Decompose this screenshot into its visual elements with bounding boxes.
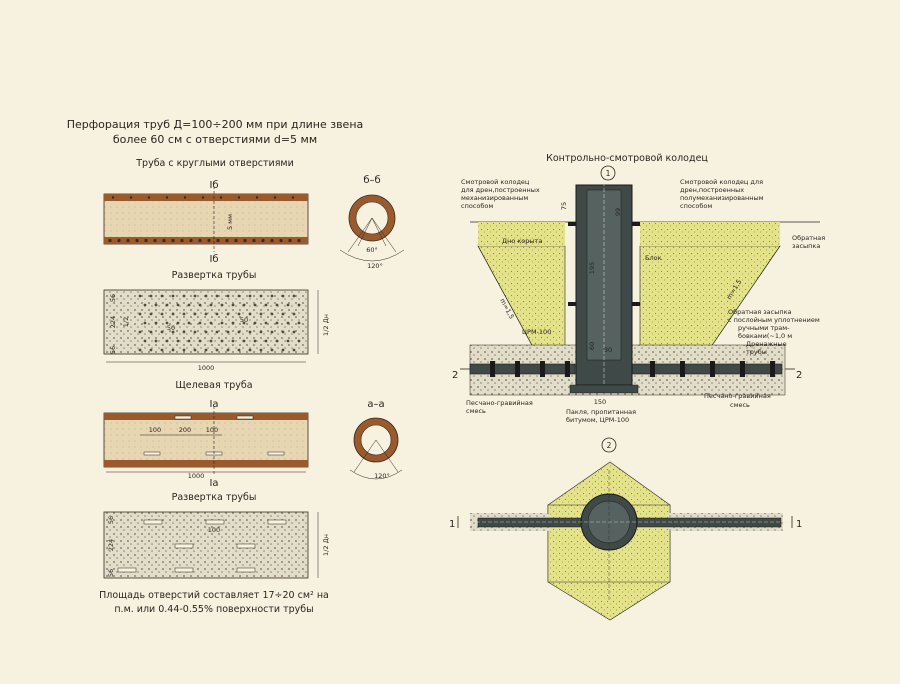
sand-gravel-right-1: Песчано-гравийная: [704, 392, 771, 400]
dim-half-dn: 1/2 Дн: [322, 314, 330, 336]
sand-gravel-left-1: Песчано-гравийная: [466, 399, 533, 407]
cut-1-left: 1: [449, 519, 455, 530]
dim-1000: 1000: [198, 364, 215, 372]
right-note-2: дрен,построенных: [680, 186, 744, 194]
section-aa-label: а–а: [367, 399, 384, 410]
marker-1-circle: [600, 165, 616, 181]
left-note-1: Смотровой колодец: [461, 178, 530, 186]
drain-pipes-2: трубы: [746, 348, 767, 356]
backfill-label: Обратная: [792, 234, 825, 242]
backfill-compact-1: Обратная засыпка: [728, 308, 792, 316]
unfold-round-holes: [103, 289, 319, 363]
sand-gravel-right-2: смесь: [730, 401, 750, 409]
dim-1000b: 1000: [188, 472, 205, 480]
plan-view: [470, 461, 790, 621]
marker-1: 1: [606, 169, 611, 178]
cut-a-top: Iа: [209, 399, 218, 410]
area-line1: Площадь отверстий составляет 17÷20 см² н…: [99, 590, 329, 601]
inspection-well: [568, 182, 640, 400]
left-note-3: механизированным: [461, 194, 528, 202]
cut-2-left: 2: [452, 370, 458, 381]
dim-1-2: 1/2: [122, 317, 130, 327]
unfold-slots: [103, 511, 319, 579]
dim-150: 150: [594, 398, 606, 406]
backfill-label-2: засыпка: [792, 242, 820, 250]
cut-b-bottom: Iб: [209, 254, 218, 265]
csm100-label: ЦРМ-100: [522, 328, 551, 336]
dim-195: 195: [588, 262, 596, 274]
dim-56c: 56: [107, 516, 115, 524]
left-title-line1: Перфорация труб Д=100÷200 мм при длине з…: [67, 118, 364, 131]
angle-120: 120°: [367, 262, 383, 270]
area-line2: п.м. или 0.44-0.55% поверхности трубы: [114, 604, 313, 615]
dim-56d: 56: [107, 569, 115, 577]
trench-bottom: Дно корыта: [502, 237, 542, 245]
tow-2: битумом, ЦРМ-100: [566, 416, 629, 424]
cut-1-right: 1: [796, 519, 802, 530]
section-bb-label: б–б: [363, 175, 380, 186]
tow-1: Пакля, пропитанная: [566, 408, 636, 416]
cut-a-bottom: Iа: [209, 478, 218, 489]
left-title-line2: более 60 см с отверстиями d=5 мм: [113, 133, 317, 146]
right-note-3: полумеханизированным: [680, 194, 764, 202]
slotted-title: Щелевая труба: [175, 380, 252, 391]
right-note-4: способом: [680, 202, 712, 210]
backfill-left: [477, 245, 566, 361]
marker-2-circle: [601, 437, 617, 453]
section-aa: [349, 417, 403, 480]
drain-pipes-1: Дренажные: [746, 340, 787, 348]
dim-200: 200: [179, 426, 191, 434]
round-hole-pipe: [103, 186, 309, 252]
angle-60: 60°: [366, 246, 378, 254]
left-note-4: способом: [461, 202, 493, 210]
dim-5mm: 5 мм: [226, 214, 234, 230]
marker-2: 2: [607, 441, 612, 450]
left-note-2: для дрен,построенных: [461, 186, 540, 194]
right-title: Контрольно-смотровой колодец: [546, 153, 708, 164]
slotted-pipe: [103, 406, 309, 474]
dim-50a: 50: [167, 324, 175, 332]
backfill-compact-2: с послойным уплотнением: [728, 316, 820, 324]
drain-pipes: [469, 361, 783, 377]
dim-224b: 224: [107, 539, 115, 551]
dim-100a: 100: [149, 426, 161, 434]
dim-56b: 56: [109, 346, 117, 354]
unfold2-title: Развертка трубы: [172, 492, 257, 503]
round-holes-title: Труба с круглыми отверстиями: [135, 158, 294, 169]
dim-99: 99: [614, 208, 622, 216]
dim-56a: 56: [109, 294, 117, 302]
cut-2-right: 2: [796, 370, 802, 381]
backfill-compact-3: ручными трам-: [738, 324, 790, 332]
dim-224: 224: [109, 316, 117, 328]
dim-75: 75: [560, 202, 568, 210]
dim-30: 30: [604, 346, 612, 354]
backfill-compact-4: бовками(~1,0 м: [738, 332, 792, 340]
dim-100c: 100: [208, 526, 220, 534]
dim-50b: 50: [240, 316, 248, 324]
section-bb: [339, 194, 405, 262]
cut-b-top: Iб: [209, 180, 218, 191]
dim-100b: 100: [206, 426, 218, 434]
angle-120b: 120°: [374, 472, 390, 480]
dim-60: 60: [588, 342, 596, 350]
dim-half-dn2: 1/2 Дн: [322, 534, 330, 556]
sand-gravel-left-2: смесь: [466, 407, 486, 415]
unfold-title: Развертка трубы: [172, 270, 257, 281]
backfill-right-top: [640, 222, 780, 246]
right-note-1: Смотровой колодец для: [680, 178, 763, 186]
block-label: Блок: [645, 254, 662, 262]
backfill-left-top: [478, 222, 565, 246]
